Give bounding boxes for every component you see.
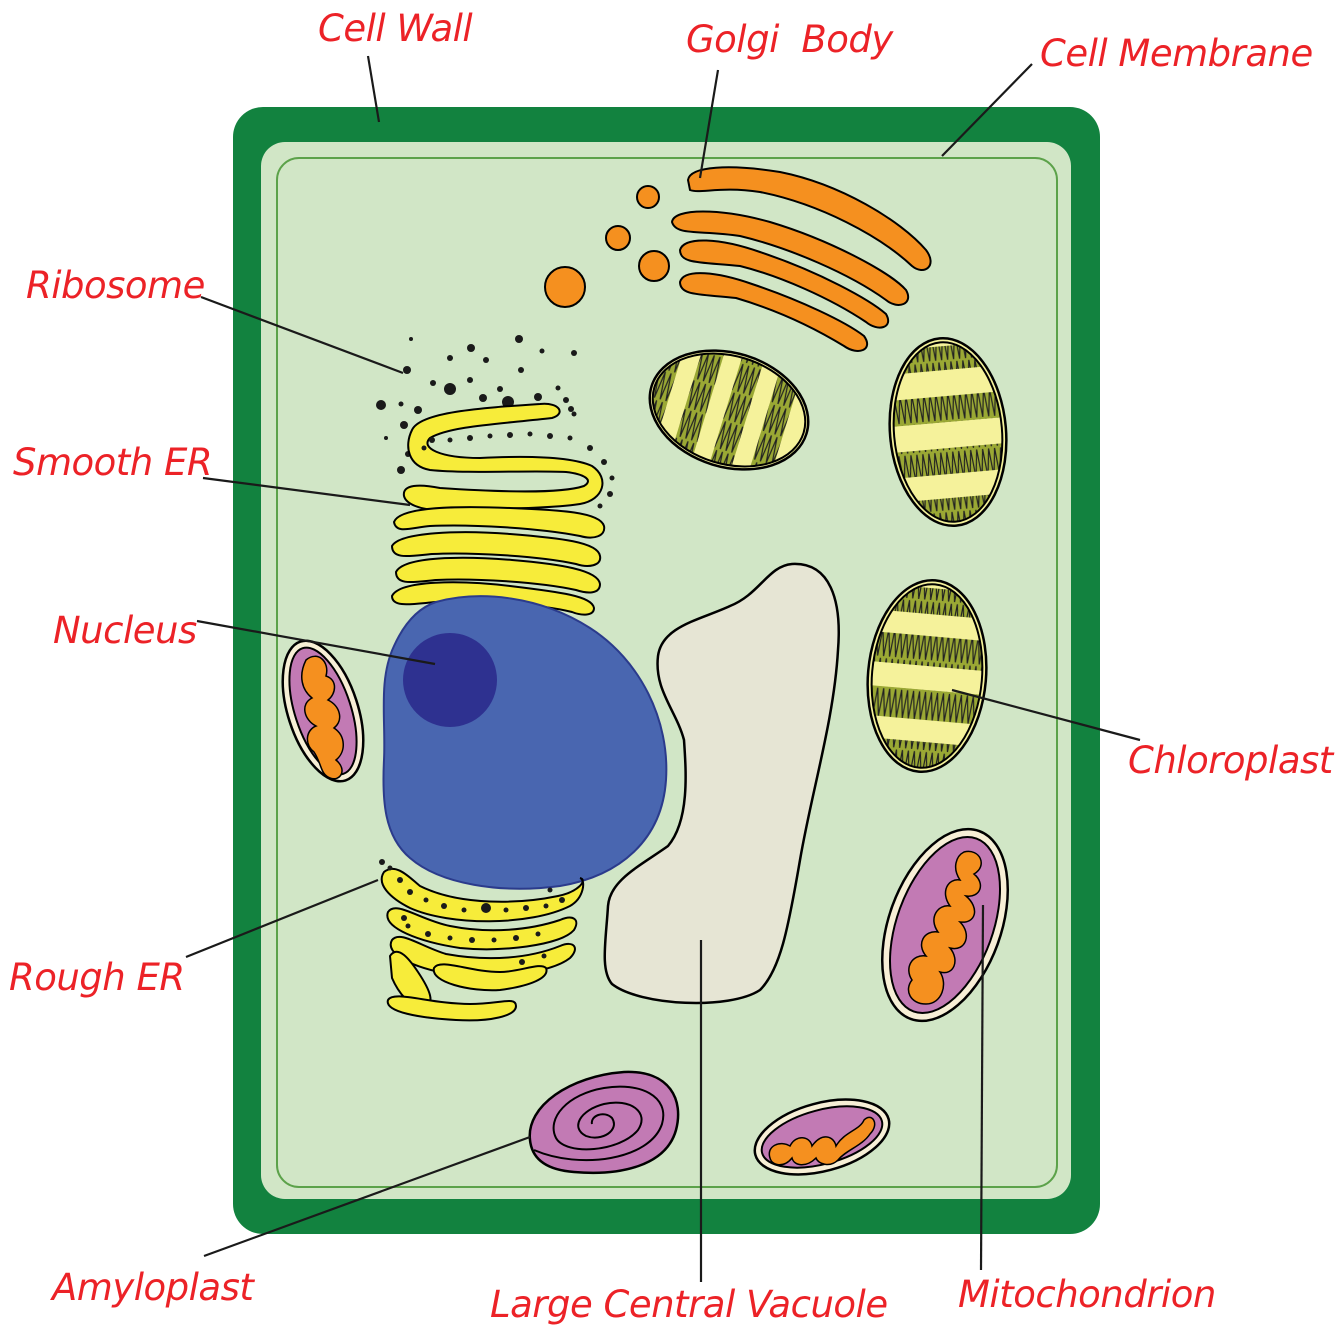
- label-nucleus: Nucleus: [53, 609, 197, 652]
- label-mitochondrion: Mitochondrion: [958, 1273, 1216, 1316]
- label-large-central-vacuole: Large Central Vacuole: [490, 1283, 888, 1326]
- label-cell-membrane: Cell Membrane: [1040, 32, 1313, 75]
- label-ribosome: Ribosome: [26, 264, 205, 307]
- label-cell-wall: Cell Wall: [318, 7, 473, 50]
- label-amyloplast: Amyloplast: [50, 1266, 255, 1309]
- nucleolus: [403, 633, 497, 727]
- label-golgi-body: Golgi Body: [686, 18, 894, 61]
- label-rough-er: Rough ER: [9, 956, 185, 999]
- label-chloroplast: Chloroplast: [1128, 739, 1335, 782]
- label-smooth-er: Smooth ER: [13, 441, 212, 484]
